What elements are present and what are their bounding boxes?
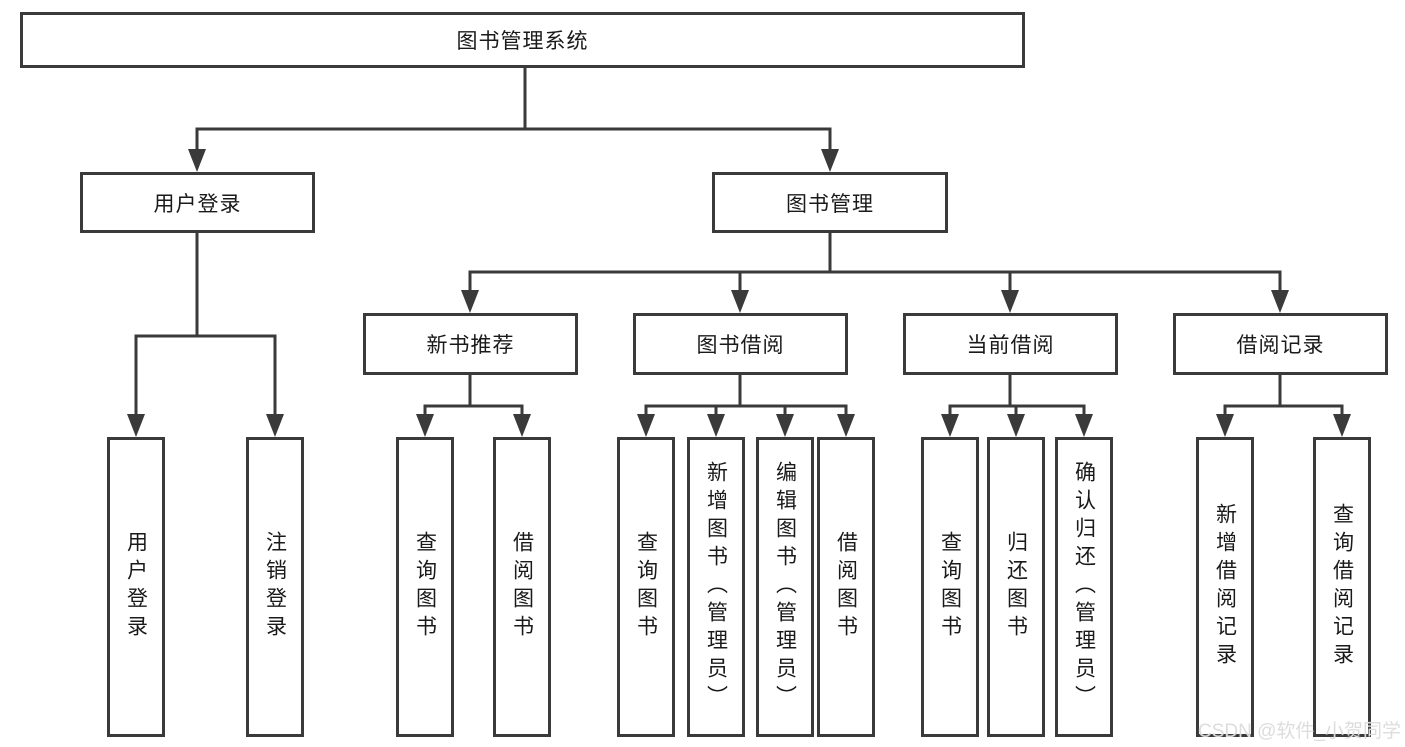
leaf-user-login: 用户登录 (107, 437, 165, 737)
leaf-query-books-current-label: 查询图书 (938, 531, 962, 643)
leaf-query-books-recommend: 查询图书 (396, 437, 454, 737)
node-root: 图书管理系统 (20, 12, 1025, 68)
node-new-book-recommendation-label: 新书推荐 (426, 334, 515, 357)
leaf-query-books-recommend-label: 查询图书 (413, 531, 437, 643)
leaf-borrow-books-recommend: 借阅图书 (493, 437, 551, 737)
leaf-user-login-label: 用户登录 (124, 531, 148, 643)
leaf-logout: 注销登录 (246, 437, 304, 737)
node-borrowing-records: 借阅记录 (1173, 313, 1388, 375)
node-book-borrowing: 图书借阅 (633, 313, 848, 375)
leaf-borrow-books-label: 借阅图书 (834, 531, 858, 643)
node-root-label: 图书管理系统 (456, 30, 589, 53)
leaf-query-books-borrowing: 查询图书 (617, 437, 675, 737)
leaf-add-borrow-record-label: 新增借阅记录 (1213, 503, 1237, 671)
leaf-borrow-books-recommend-label: 借阅图书 (510, 531, 534, 643)
leaf-logout-label: 注销登录 (263, 531, 287, 643)
leaf-confirm-return-admin: 确认归还（管理员） (1055, 437, 1113, 737)
leaf-query-borrow-record: 查询借阅记录 (1313, 437, 1371, 737)
leaf-return-books: 归还图书 (987, 437, 1045, 737)
leaf-borrow-books: 借阅图书 (817, 437, 875, 737)
csdn-watermark: CSDN @软件_小贺同学 (1198, 721, 1401, 742)
leaf-add-books-admin-label: 新增图书（管理员） (704, 461, 728, 713)
node-current-borrowing-label: 当前借阅 (966, 334, 1055, 357)
node-book-management: 图书管理 (712, 172, 948, 233)
leaf-return-books-label: 归还图书 (1004, 531, 1028, 643)
node-new-book-recommendation: 新书推荐 (363, 313, 578, 375)
leaf-query-books-borrowing-label: 查询图书 (634, 531, 658, 643)
node-borrowing-records-label: 借阅记录 (1236, 334, 1325, 357)
node-book-borrowing-label: 图书借阅 (696, 334, 785, 357)
node-current-borrowing: 当前借阅 (903, 313, 1118, 375)
leaf-add-borrow-record: 新增借阅记录 (1196, 437, 1254, 737)
node-book-management-label: 图书管理 (786, 192, 874, 216)
leaf-query-books-current: 查询图书 (921, 437, 979, 737)
node-user-login-label: 用户登录 (153, 192, 242, 216)
leaf-edit-books-admin: 编辑图书（管理员） (756, 437, 814, 737)
node-user-login: 用户登录 (80, 172, 315, 233)
leaf-confirm-return-admin-label: 确认归还（管理员） (1072, 461, 1096, 713)
leaf-query-borrow-record-label: 查询借阅记录 (1330, 503, 1354, 671)
leaf-edit-books-admin-label: 编辑图书（管理员） (773, 461, 797, 713)
leaf-add-books-admin: 新增图书（管理员） (687, 437, 745, 737)
